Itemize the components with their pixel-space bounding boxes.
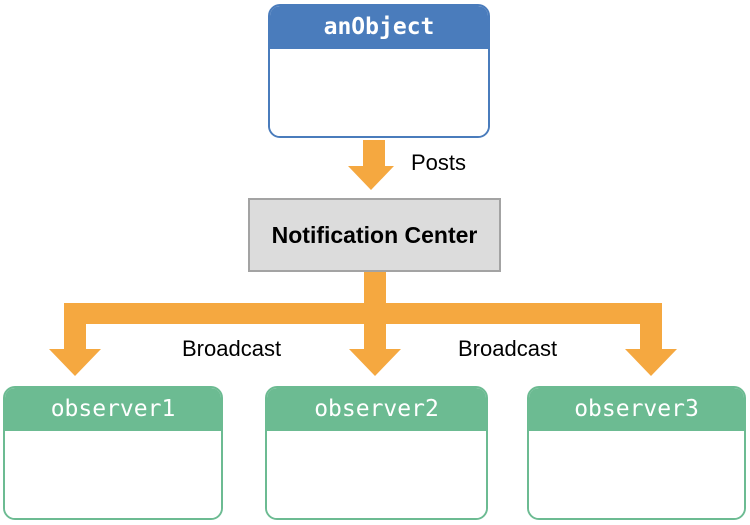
observer3-node-body	[529, 431, 744, 518]
observer1-node: observer1	[3, 386, 223, 520]
broadcast-left-edge-label: Broadcast	[182, 336, 282, 361]
anobject-node-body	[270, 49, 488, 136]
posts-arrow-down-icon	[348, 166, 394, 190]
posts-arrow-shaft	[363, 140, 385, 166]
broadcast-right-arrow-shaft	[640, 303, 662, 349]
observer2-node-title: observer2	[267, 388, 486, 431]
observer1-node-title: observer1	[5, 388, 221, 431]
observer2-node-body	[267, 431, 486, 518]
observer3-node: observer3	[527, 386, 746, 520]
observer2-node: observer2	[265, 386, 488, 520]
anobject-node-title: anObject	[270, 6, 488, 49]
anobject-node: anObject	[268, 4, 490, 138]
broadcast-bus-bar	[64, 303, 662, 324]
broadcast-left-arrow-shaft	[64, 303, 86, 349]
broadcast-right-arrow-down-icon	[625, 349, 677, 376]
observer1-node-body	[5, 431, 221, 518]
broadcast-left-arrow-down-icon	[49, 349, 101, 376]
broadcast-right-edge-label: Broadcast	[458, 336, 558, 361]
notification-center-node: Notification Center	[248, 198, 501, 272]
posts-edge-label: Posts	[411, 150, 467, 175]
broadcast-center-arrow-down-icon	[349, 349, 401, 376]
observer3-node-title: observer3	[529, 388, 744, 431]
